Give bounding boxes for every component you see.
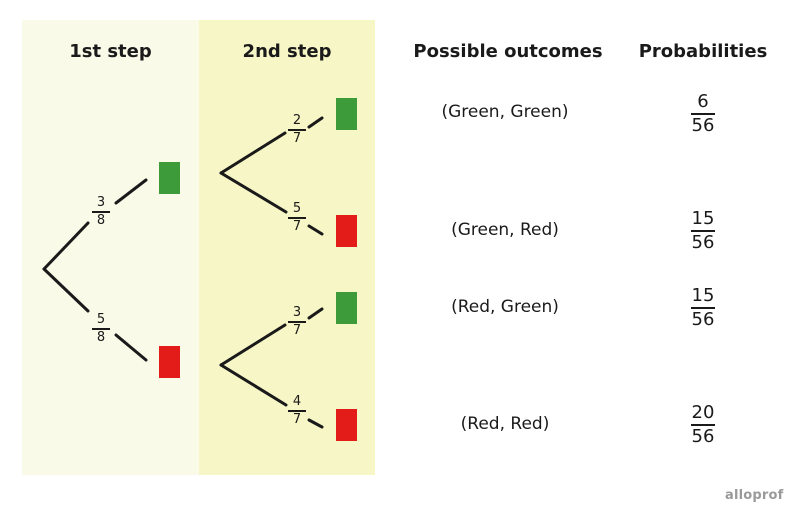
branch-line-green-red [307, 224, 324, 236]
fraction-bar [92, 328, 110, 330]
fraction-denominator: 7 [292, 130, 302, 146]
branch-line-green-red [219, 171, 288, 214]
red-box [159, 346, 180, 378]
fraction-bar [288, 321, 306, 323]
probability-green-green: 6 56 [683, 92, 723, 136]
fraction-numerator: 5 [96, 312, 106, 327]
fraction-denominator: 7 [292, 218, 302, 234]
branch-line-green [114, 178, 148, 205]
step2-panel [199, 20, 375, 475]
branch-line-red-green [307, 307, 324, 320]
branch-line-green [42, 221, 90, 271]
green-box [336, 98, 357, 130]
probability-red-red: 20 56 [683, 403, 723, 447]
fraction-numerator: 15 [691, 208, 715, 229]
branch-line-green-green [307, 116, 324, 129]
fraction-bar [288, 129, 306, 131]
second-branch-green-red-probability: 5 7 [288, 202, 306, 234]
fraction-bar [691, 307, 715, 309]
fraction-denominator: 56 [691, 308, 715, 330]
fraction-numerator: 3 [292, 305, 302, 320]
fraction-denominator: 8 [96, 212, 106, 228]
header-step2: 2nd step [242, 41, 332, 62]
fraction-numerator: 15 [691, 285, 715, 306]
fraction-numerator: 5 [292, 201, 302, 216]
step1-panel [22, 20, 199, 475]
header-probabilities: Probabilities [638, 41, 768, 62]
second-branch-red-red-probability: 4 7 [288, 395, 306, 427]
fraction-numerator: 4 [292, 394, 302, 409]
alloprof-watermark: alloprof [725, 488, 784, 503]
fraction-denominator: 7 [292, 411, 302, 427]
red-box [336, 215, 357, 247]
branch-line-red-green [219, 323, 287, 367]
fraction-bar [288, 217, 306, 219]
header-step1: 1st step [69, 41, 152, 62]
green-box [336, 292, 357, 324]
red-box [336, 409, 357, 441]
fraction-bar [691, 424, 715, 426]
second-branch-green-green-probability: 2 7 [288, 114, 306, 146]
first-branch-green-probability: 3 8 [92, 196, 110, 228]
branch-line-red [42, 267, 90, 313]
branch-line-red-red [219, 363, 288, 407]
probability-green-red: 15 56 [683, 209, 723, 253]
second-branch-red-green-probability: 3 7 [288, 306, 306, 338]
fraction-denominator: 7 [292, 322, 302, 338]
fraction-bar [691, 230, 715, 232]
fraction-bar [691, 113, 715, 115]
fraction-denominator: 56 [691, 231, 715, 253]
green-box [159, 162, 180, 194]
outcome-red-red: (Red, Red) [460, 414, 550, 434]
first-branch-red-probability: 5 8 [92, 313, 110, 345]
fraction-numerator: 3 [96, 195, 106, 210]
probability-red-green: 15 56 [683, 286, 723, 330]
fraction-denominator: 56 [691, 425, 715, 447]
branch-line-red [114, 333, 148, 362]
fraction-numerator: 20 [691, 402, 715, 423]
outcome-green-red: (Green, Red) [451, 220, 559, 240]
fraction-bar [92, 211, 110, 213]
outcome-red-green: (Red, Green) [451, 297, 559, 317]
outcome-green-green: (Green, Green) [441, 102, 569, 122]
branch-line-red-red [307, 418, 324, 429]
fraction-numerator: 6 [697, 91, 709, 112]
fraction-denominator: 56 [691, 114, 715, 136]
fraction-bar [288, 410, 306, 412]
fraction-numerator: 2 [292, 113, 302, 128]
fraction-denominator: 8 [96, 329, 106, 345]
branch-line-green-green [219, 131, 287, 175]
header-possible-outcomes: Possible outcomes [413, 41, 603, 62]
